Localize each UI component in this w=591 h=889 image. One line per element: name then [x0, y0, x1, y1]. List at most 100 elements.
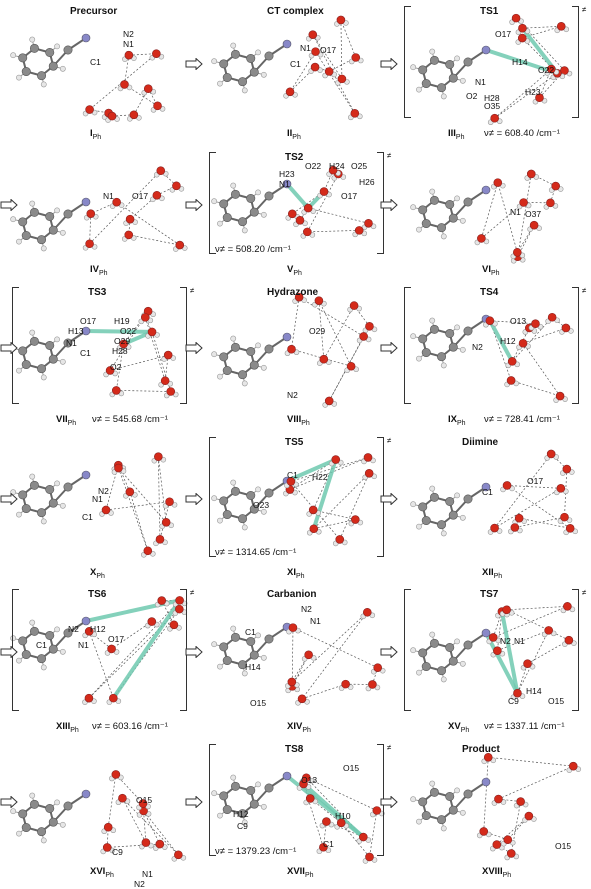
carbon-atom	[419, 66, 427, 74]
reaction-arrow	[380, 199, 398, 211]
compound-subscript: Ph	[296, 573, 305, 580]
carbon-atom	[231, 50, 239, 58]
hydrogen-atom	[231, 43, 236, 48]
panel-title: TS1	[480, 6, 498, 17]
hydrogen-atom	[242, 381, 247, 386]
hydrogen-atom	[411, 334, 416, 339]
oxygen-atom	[125, 231, 133, 239]
hydrogen-atom	[261, 72, 266, 77]
atom-label: H14	[526, 687, 542, 696]
compound-subscript: Ph	[491, 270, 500, 277]
oxygen-atom	[172, 182, 180, 190]
oxygen-atom	[489, 633, 497, 641]
atom-label: O15	[343, 764, 359, 773]
carbon-atom	[449, 806, 457, 814]
oxygen-atom	[87, 210, 95, 218]
compound-numeral: XI	[287, 567, 296, 578]
carbon-atom	[37, 827, 45, 835]
oxygen-atom	[566, 524, 574, 532]
oxygen-atom	[360, 332, 368, 340]
molecule-structure	[400, 283, 590, 423]
ts-double-dagger: ≠	[387, 744, 391, 752]
hydrogen-atom	[460, 515, 465, 520]
hydrogen-atom	[41, 519, 46, 524]
panel-title: TS4	[480, 287, 498, 298]
atom-label: N1	[92, 495, 103, 504]
hydrogen-atom	[255, 633, 260, 638]
atom-label: O17	[341, 192, 357, 201]
reaction-arrow	[380, 796, 398, 808]
carbon-atom	[449, 74, 457, 82]
compound-label: XPh	[90, 567, 105, 580]
nitrogen-atom	[482, 629, 490, 637]
panel-title: TS3	[88, 287, 106, 298]
carbon-atom	[422, 516, 430, 524]
molecule-structure	[400, 740, 590, 880]
nitrogen-atom	[82, 198, 90, 206]
reaction-coordinate	[287, 184, 308, 208]
atom-label: H12	[233, 810, 249, 819]
carbon-atom	[220, 643, 228, 651]
compound-numeral: XIII	[56, 721, 70, 732]
atom-label: O17	[108, 635, 124, 644]
oxygen-atom	[296, 216, 304, 224]
oxygen-atom	[368, 680, 376, 688]
atom-label: N1	[103, 192, 114, 201]
hydrogen-atom	[217, 374, 222, 379]
atom-label: C9	[508, 697, 519, 706]
hydrogen-atom	[212, 59, 217, 64]
carbon-atom	[250, 68, 258, 76]
hydrogen-bond	[522, 26, 561, 28]
compound-numeral: XV	[448, 721, 461, 732]
compound-numeral: XVII	[287, 866, 305, 877]
imaginary-frequency: ν≠ = 1314.65 /cm⁻¹	[215, 547, 296, 558]
panel-title: TS6	[88, 589, 106, 600]
carbon-atom	[449, 511, 457, 519]
oxygen-atom	[494, 795, 502, 803]
atom-label: N2	[301, 605, 312, 614]
hydrogen-atom	[60, 230, 65, 235]
reaction-arrow	[380, 58, 398, 70]
nitrogen-atom	[482, 186, 490, 194]
carbon-atom	[430, 196, 438, 204]
atom-label: H23	[279, 170, 295, 179]
hydrogen-atom	[217, 221, 222, 226]
oxygen-atom	[507, 376, 515, 384]
carbon-atom	[220, 60, 228, 68]
compound-subscript: Ph	[293, 270, 302, 277]
hydrogen-bond	[307, 230, 359, 232]
hydrogen-atom	[60, 649, 65, 654]
compound-label: IVPh	[90, 264, 108, 277]
atom-label: N2	[123, 30, 134, 39]
oxygen-atom	[347, 362, 355, 370]
carbon-atom	[30, 208, 38, 216]
carbon-atom	[464, 641, 472, 649]
hydrogen-atom	[255, 782, 260, 787]
compound-subscript: Ph	[68, 420, 77, 427]
carbon-atom	[231, 190, 239, 198]
oxygen-atom	[157, 167, 165, 175]
oxygen-atom	[144, 547, 152, 555]
carbon-atom	[220, 200, 228, 208]
atom-label: H28	[112, 347, 128, 356]
atom-label: N2	[472, 343, 483, 352]
reaction-arrow	[185, 342, 203, 354]
oxygen-atom	[325, 68, 333, 76]
carbon-atom	[46, 485, 54, 493]
atom-label: O22	[305, 162, 321, 171]
reaction-arrow	[185, 199, 203, 211]
oxygen-atom	[306, 794, 314, 802]
panel-title: Product	[462, 744, 500, 755]
hydrogen-atom	[441, 677, 446, 682]
hydrogen-atom	[217, 664, 222, 669]
atom-label: C1	[80, 349, 91, 358]
compound-label: IIIPh	[448, 128, 464, 141]
oxygen-atom	[524, 660, 532, 668]
hydrogen-bond	[292, 297, 300, 349]
nitrogen-atom	[82, 790, 90, 798]
carbon-atom	[238, 217, 246, 225]
atom-label: C1	[323, 840, 334, 849]
